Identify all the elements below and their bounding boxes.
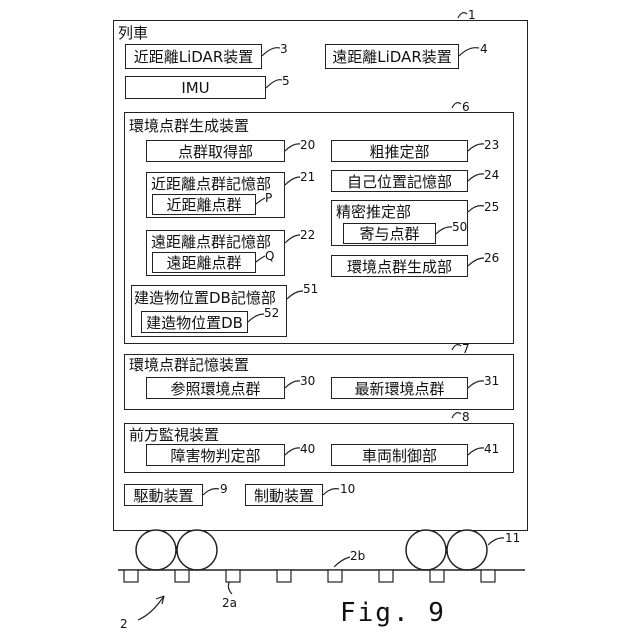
leader-7 <box>452 345 461 350</box>
sleeper-7 <box>430 570 444 582</box>
figure-label: Fig. 9 <box>340 598 446 628</box>
leader-22 <box>285 235 300 243</box>
wheel-2 <box>177 530 217 570</box>
leader-25 <box>468 206 484 212</box>
wheel-1 <box>136 530 176 570</box>
wheel-4 <box>447 530 487 570</box>
sleeper-3 <box>226 570 240 582</box>
leader-51 <box>287 291 303 299</box>
rail-ref: 2b <box>350 549 365 563</box>
leader-21 <box>285 177 300 185</box>
leader-3 <box>262 48 280 56</box>
sleeper-1 <box>124 570 138 582</box>
leader-23 <box>468 144 484 151</box>
wheels-ref: 11 <box>505 531 520 545</box>
leader-40 <box>285 448 300 455</box>
leader-6 <box>452 103 461 108</box>
leader-24 <box>468 174 484 181</box>
leader-41 <box>468 448 484 455</box>
wheel-3 <box>406 530 446 570</box>
sleeper-5 <box>328 570 342 582</box>
leader-10 <box>323 489 339 495</box>
leader-1 <box>458 13 467 18</box>
sleeper-2 <box>175 570 189 582</box>
track-arrow <box>138 596 164 620</box>
leader-9 <box>203 489 219 495</box>
leader-11 <box>488 538 504 545</box>
leader-P <box>256 198 265 204</box>
sleeper-6 <box>379 570 393 582</box>
leader-8 <box>452 413 461 418</box>
leader-20 <box>285 144 300 151</box>
leader-50 <box>436 227 452 234</box>
leader-30 <box>285 381 300 388</box>
sleeper-ref: 2a <box>222 596 237 610</box>
track-ref: 2 <box>120 617 128 631</box>
leader-31 <box>468 381 484 388</box>
leader-26 <box>468 258 484 266</box>
sleeper-4 <box>277 570 291 582</box>
leader-5 <box>266 80 282 88</box>
leader-2b <box>334 557 350 567</box>
leader-4 <box>459 48 479 56</box>
sleeper-8 <box>481 570 495 582</box>
leader-Q <box>256 256 265 262</box>
leader-52 <box>248 314 264 322</box>
